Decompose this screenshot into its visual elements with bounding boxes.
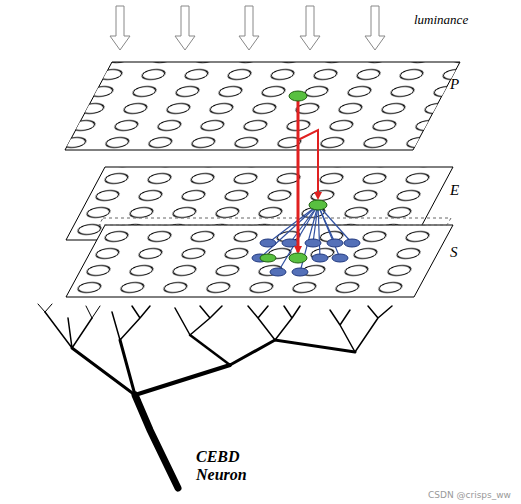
dendritic-tree xyxy=(38,304,392,488)
layer-p xyxy=(65,62,460,150)
luminance-arrows xyxy=(110,6,385,50)
input-label: luminance xyxy=(414,12,468,28)
neuron-label: CEBD Neuron xyxy=(196,448,266,484)
lateral-connections xyxy=(260,205,352,272)
layer-label: S xyxy=(450,244,458,261)
layer-label: E xyxy=(450,182,459,199)
watermark: CSDN @crisps_ww xyxy=(428,490,511,500)
active-neurons xyxy=(260,91,327,263)
feedforward-projection xyxy=(298,96,318,252)
layer-label: P xyxy=(450,76,459,93)
layer-s xyxy=(66,218,453,297)
s-neighbour-cells xyxy=(252,239,360,276)
